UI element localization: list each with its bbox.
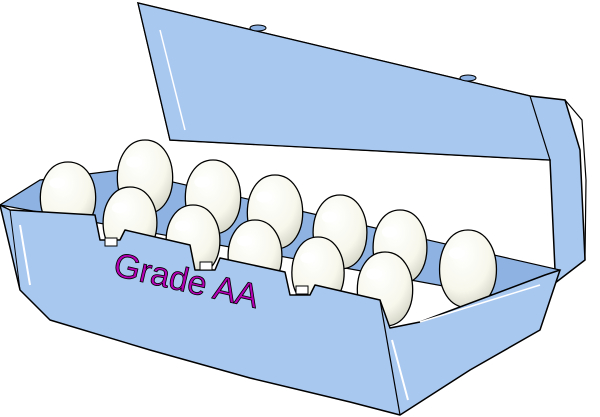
egg-highlight <box>49 177 66 189</box>
egg-highlight <box>321 211 338 223</box>
egg-highlight <box>366 268 383 280</box>
egg-highlight <box>448 247 466 259</box>
egg-highlight <box>236 235 253 247</box>
carton-front <box>0 204 561 416</box>
egg-highlight <box>174 220 191 232</box>
egg-highlight <box>194 176 211 188</box>
egg-highlight <box>300 252 316 264</box>
egg-highlight <box>381 226 398 238</box>
egg-highlight <box>126 156 143 168</box>
egg-highlight <box>111 202 128 214</box>
egg-highlight <box>256 191 273 203</box>
